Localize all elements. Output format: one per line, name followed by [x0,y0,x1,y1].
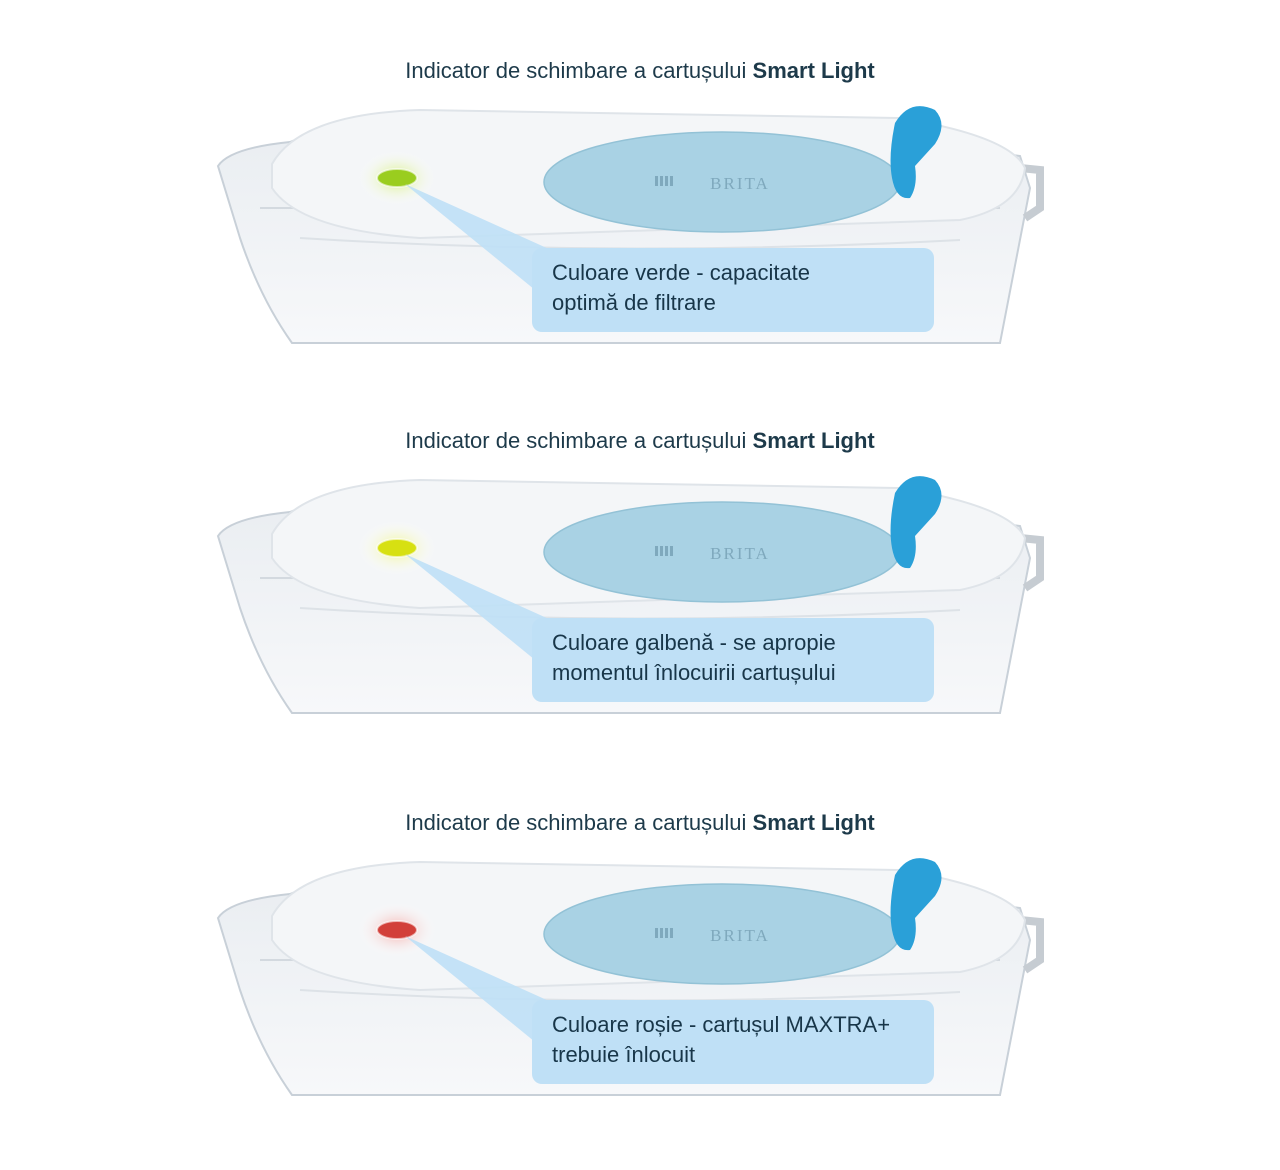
panel-title: Indicator de schimbare a cartușului Smar… [0,428,1280,454]
title-prefix: Indicator de schimbare a cartușului [405,58,747,83]
indicator-light [376,168,418,188]
svg-text:BRITA: BRITA [710,926,770,945]
callout-line-1: Culoare roșie - cartușul MAXTRA+ [552,1012,891,1037]
indicator-panel-green: Indicator de schimbare a cartușului Smar… [0,58,1280,418]
lid-flap-icon [890,476,942,569]
callout-line-1: Culoare galbenă - se apropie [552,630,836,655]
indicator-light [376,538,418,558]
callout-line-2: trebuie înlocuit [552,1042,696,1067]
callout-pointer [405,184,560,294]
title-prefix: Indicator de schimbare a cartușului [405,428,747,453]
indicator-panel-yellow: Indicator de schimbare a cartușului Smar… [0,428,1280,788]
callout-pointer [405,554,560,664]
lid-flap-icon [890,106,942,199]
panel-title: Indicator de schimbare a cartușului Smar… [0,810,1280,836]
indicator-panel-red: Indicator de schimbare a cartușului Smar… [0,810,1280,1170]
callout-box: Culoare roșie - cartușul MAXTRA+ trebuie… [532,1000,934,1084]
svg-text:BRITA: BRITA [710,174,770,193]
title-prefix: Indicator de schimbare a cartușului [405,810,747,835]
brita-logo: BRITA [655,926,770,945]
svg-text:BRITA: BRITA [710,544,770,563]
brita-logo: BRITA [655,544,770,563]
callout-line-2: optimă de filtrare [552,290,716,315]
title-bold: Smart Light [752,810,875,835]
panel-title: Indicator de schimbare a cartușului Smar… [0,58,1280,84]
handle [1019,164,1044,222]
callout-box: Culoare verde - capacitate optimă de fil… [532,248,934,332]
brita-logo: BRITA [655,174,770,193]
handle [1019,916,1044,974]
indicator-light [376,920,418,940]
callout-line-2: momentul înlocuirii cartușului [552,660,836,685]
lid-flap-icon [890,858,942,951]
title-bold: Smart Light [752,428,875,453]
title-bold: Smart Light [752,58,875,83]
callout-box: Culoare galbenă - se apropie momentul în… [532,618,934,702]
callout-line-1: Culoare verde - capacitate [552,260,811,285]
callout-pointer [405,936,560,1046]
handle [1019,534,1044,592]
